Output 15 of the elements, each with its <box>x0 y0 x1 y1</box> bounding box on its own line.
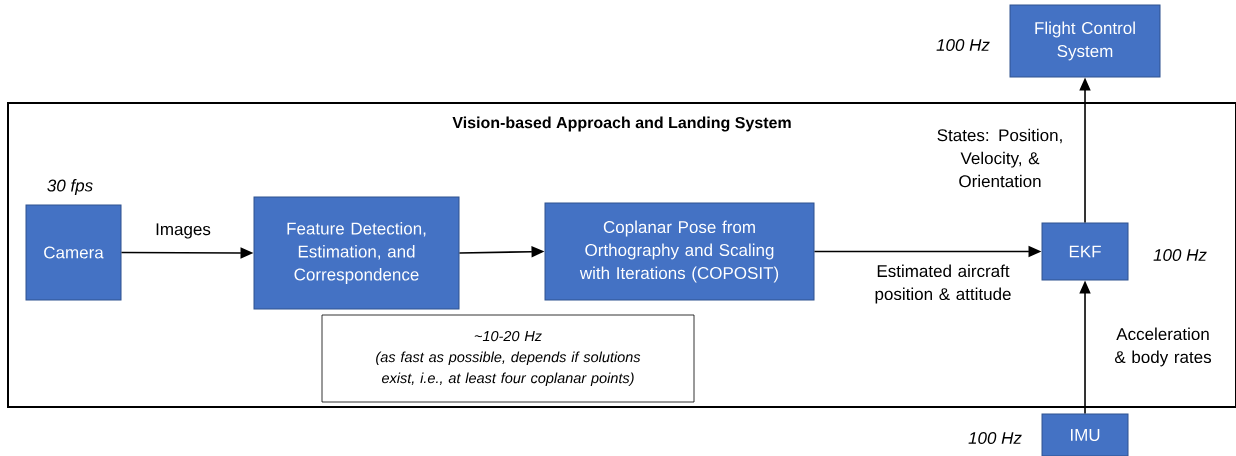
edge-label: Estimated aircraft position & attitude <box>875 264 1011 304</box>
process-box: EKF <box>1041 222 1129 281</box>
process-box: Flight Control System <box>1009 4 1161 78</box>
note-box: ~10-20 Hz (as fast as possible, depends if solutions exist, i.e., at least four coplanar points) <box>321 314 695 403</box>
process-box: IMU <box>1041 413 1129 456</box>
rate-label: 100 Hz <box>968 432 1022 445</box>
process-box: Coplanar Pose from Orthography and Scaling with Iterations (COPOSIT) <box>544 202 815 301</box>
process-box: Camera <box>25 204 122 301</box>
edge-label: Images <box>156 223 211 239</box>
rate-label: 100 Hz <box>1153 249 1207 262</box>
edge-label: Acceleration & body rates <box>1114 327 1212 367</box>
rate-label: 30 fps <box>47 179 93 195</box>
rate-label: 100 Hz <box>936 39 990 52</box>
edge-label: States: Position, Velocity, & Orientation <box>937 128 1062 188</box>
process-box: Feature Detection, Estimation, and Correspondence <box>253 196 460 310</box>
